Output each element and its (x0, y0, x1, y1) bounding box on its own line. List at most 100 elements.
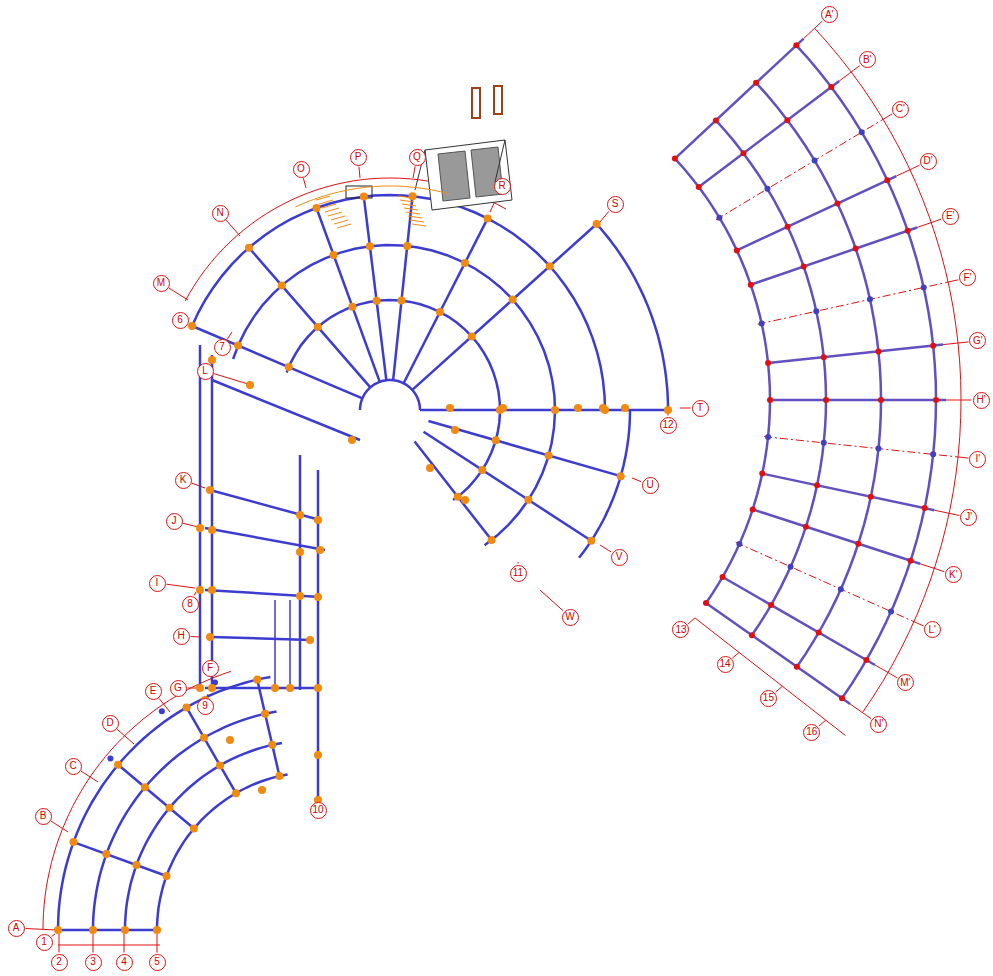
grid-radial (58, 929, 157, 932)
column-dot (190, 824, 198, 832)
grid-label: F' (964, 273, 972, 283)
grid-label: I' (976, 454, 981, 464)
bubble-leader (191, 636, 201, 638)
column-dot (803, 524, 809, 530)
bubble-leader (194, 592, 196, 596)
grid-label: A (13, 923, 20, 933)
bubble-leader (413, 166, 415, 178)
grid-label: 5 (154, 957, 160, 967)
column-dot (208, 526, 216, 534)
column-dot (734, 247, 740, 253)
column-dot (373, 297, 381, 305)
grid-arc (58, 677, 270, 930)
grid-bubble: U (642, 477, 659, 494)
column-dot (868, 494, 874, 500)
stair-tread (331, 216, 345, 220)
grid-label: A' (825, 10, 834, 20)
grid-radial (316, 208, 379, 382)
column-dot (183, 703, 191, 711)
grid-label: J' (965, 512, 972, 522)
grid-label: 4 (121, 957, 127, 967)
bubble-leader (117, 729, 134, 744)
grid-radial (850, 704, 865, 714)
grid-bubble: K (175, 472, 192, 489)
grid-bubble: T (692, 400, 709, 417)
bubble-leader (359, 167, 360, 179)
column-dot (461, 496, 469, 504)
bubble-leader (961, 341, 969, 343)
grid-bubble: J (166, 513, 183, 530)
grid-label: F (207, 663, 213, 673)
column-dot (884, 177, 890, 183)
bubble-leader (518, 562, 519, 564)
column-dot (132, 861, 140, 869)
grid-label: M (157, 278, 165, 288)
grid-radial (762, 474, 934, 511)
grid-bubble: C' (892, 101, 909, 118)
column-dot (696, 184, 702, 190)
column-dot (206, 633, 214, 641)
grid-label: B (40, 811, 47, 821)
column-dot (813, 308, 819, 314)
grid-radial (257, 680, 279, 776)
column-dot (206, 486, 214, 494)
column-dot (753, 80, 759, 86)
column-dot (102, 850, 110, 858)
column-dot (834, 200, 840, 206)
column-dot (794, 664, 800, 670)
column-dot (905, 228, 911, 234)
column-dot (546, 262, 554, 270)
column-dot (360, 193, 368, 201)
stair-tread (337, 224, 351, 228)
grid-line (274, 600, 276, 688)
grid-radial (699, 81, 840, 187)
grid-label: 1 (41, 937, 47, 947)
bubble-leader (865, 714, 871, 718)
column-dot (397, 297, 405, 305)
grid-arc (756, 83, 881, 667)
stair-tread (410, 220, 424, 222)
grid-arc (796, 45, 936, 698)
grid-bubble: 10 (310, 802, 327, 819)
grid-line (199, 345, 202, 690)
grid-radial (934, 510, 952, 514)
column-dot (408, 192, 416, 200)
column-dot (330, 251, 338, 259)
grid-bubble: 6 (172, 312, 189, 329)
grid-label: D' (923, 156, 932, 166)
grid-radial (118, 765, 194, 829)
grid-radial (946, 400, 964, 401)
grid-label: K (180, 475, 187, 485)
grid-label: 13 (675, 625, 686, 635)
column-dot (816, 630, 822, 636)
grid-radial (758, 281, 951, 324)
grid-bubble: R (494, 178, 511, 195)
column-dot (296, 511, 304, 519)
column-dot (278, 281, 286, 289)
grid-bubble: 2 (51, 954, 68, 971)
grid-label: L' (928, 625, 935, 635)
column-dot (839, 695, 845, 701)
column-dot (922, 505, 928, 511)
grid-bubble: B (35, 808, 52, 825)
column-dot (875, 348, 881, 354)
bubble-leader (952, 514, 959, 516)
column-dot (765, 434, 771, 440)
column-dot (492, 436, 500, 444)
column-dot (468, 332, 476, 340)
column-dot (314, 684, 322, 692)
grid-label: 3 (90, 957, 96, 967)
bubble-leader (886, 114, 892, 118)
bubble-leader (961, 457, 969, 459)
stair-core (295, 86, 512, 228)
bubble-leader (26, 929, 57, 931)
column-dot (672, 156, 678, 162)
bubble-leader (819, 720, 826, 726)
grid-bubble: F (202, 660, 219, 677)
grid-label: 6 (177, 315, 183, 325)
grid-label: 7 (219, 342, 225, 352)
bubble-leader (59, 934, 60, 953)
column-dot (785, 224, 791, 230)
grid-bubble: 1 (36, 934, 53, 951)
